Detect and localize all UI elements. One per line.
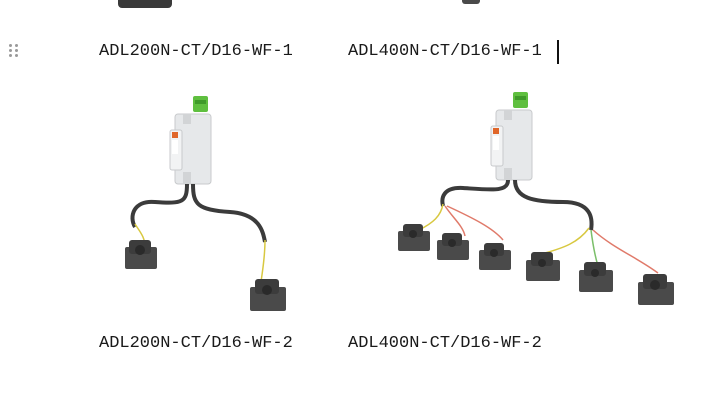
adl400n-product-image bbox=[398, 92, 674, 305]
drag-handle-icon[interactable] bbox=[9, 44, 19, 58]
caption-adl400n-wf-1[interactable]: ADL400N-CT/D16-WF-1 bbox=[348, 42, 542, 61]
text-cursor bbox=[557, 40, 559, 64]
caption-adl200n-wf-2[interactable]: ADL200N-CT/D16-WF-2 bbox=[99, 334, 293, 353]
adl200n-product-image bbox=[125, 96, 286, 311]
caption-adl400n-wf-2[interactable]: ADL400N-CT/D16-WF-2 bbox=[348, 334, 542, 353]
caption-adl200n-wf-1[interactable]: ADL200N-CT/D16-WF-1 bbox=[99, 42, 293, 61]
cropped-product-image-top-right bbox=[462, 0, 480, 4]
cropped-product-image-top-left bbox=[118, 0, 172, 8]
